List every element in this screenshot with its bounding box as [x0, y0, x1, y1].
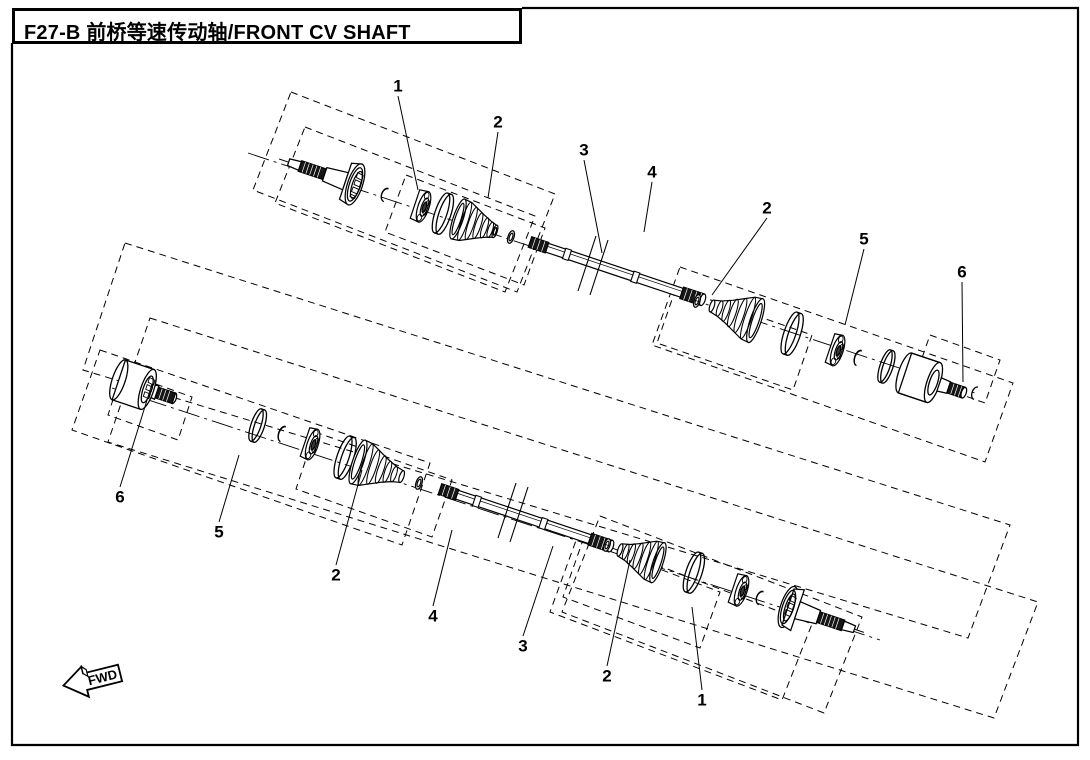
upper-outer-cv-joint	[278, 158, 366, 206]
callout-number-5-lower-8: 5	[214, 522, 224, 542]
callout-number-4-upper-3: 4	[647, 162, 657, 182]
callout-number-6-lower-7: 6	[115, 487, 125, 507]
upper-inner-small-clamp	[692, 294, 702, 308]
callout-number-4-lower-10: 4	[428, 606, 438, 626]
lower-outer-cv-joint	[777, 585, 865, 634]
lower-outer-clamp-ring	[682, 551, 706, 594]
upper-outer-spider	[409, 189, 432, 223]
callout-number-2-lower-12: 2	[602, 666, 612, 686]
lower-outer-small-clamp	[602, 538, 612, 552]
upper-inner-boot	[708, 296, 766, 344]
lower-drive-shaft	[437, 483, 615, 553]
callout-number-3-lower-11: 3	[518, 636, 528, 656]
lower-outer-snapring	[755, 590, 764, 606]
upper-shaft-break	[577, 235, 609, 296]
lower-outer-spider	[727, 573, 750, 607]
callout-number-1-upper-0: 1	[393, 76, 403, 96]
callout-number-1-lower-13: 1	[697, 690, 707, 710]
upper-inner-cv-housing	[895, 352, 968, 404]
upper-outer-clamp-ring	[431, 192, 455, 235]
lower-shaft-assembly	[71, 317, 1039, 719]
svg-text:FWD: FWD	[86, 667, 118, 689]
group-box-lower-boot-2	[295, 431, 453, 538]
lower-shaft-break	[497, 482, 529, 543]
upper-inner-spider	[824, 333, 846, 367]
callout-number-3-upper-2: 3	[579, 140, 589, 160]
group-box-lower-clip-6	[107, 371, 193, 441]
lower-inner-spider	[299, 427, 321, 461]
group-box-upper-boot-2	[384, 174, 546, 286]
group-box-upper-inner-5	[651, 266, 1014, 463]
upper-outer-snapring	[380, 187, 389, 203]
leader-lines	[119, 95, 964, 691]
sheet-title-box: F27-B 前桥等速传动轴/FRONT CV SHAFT	[12, 8, 522, 44]
lower-inner-snapring	[277, 425, 287, 443]
group-box-upper-outer-1b	[274, 126, 536, 293]
group-box-lower-outer-1	[561, 515, 863, 714]
upper-inner-snapring	[853, 349, 863, 367]
group-box-lower-inner-5	[71, 349, 431, 546]
group-box-lower-boot-2b	[562, 539, 721, 649]
upper-drive-shaft	[527, 236, 707, 307]
callout-number-2-lower-9: 2	[331, 565, 341, 585]
page-frame	[10, 6, 1080, 747]
callout-number-6-upper-6: 6	[957, 262, 967, 282]
lower-inner-boot	[348, 439, 406, 487]
callout-number-2-upper-4: 2	[762, 198, 772, 218]
upper-outer-small-clamp	[506, 230, 516, 244]
lower-inner-small-clamp	[414, 476, 424, 490]
callout-number-5-upper-5: 5	[859, 229, 869, 249]
upper-circlip	[971, 386, 979, 401]
lower-centerline	[111, 387, 881, 641]
upper-shaft-assembly	[82, 91, 1014, 639]
page-title: F27-B 前桥等速传动轴/FRONT CV SHAFT	[24, 22, 411, 44]
lower-inner-cv-housing	[109, 359, 178, 411]
group-box-upper-big	[82, 242, 1011, 639]
fwd-direction-marker: FWD	[61, 663, 124, 699]
upper-inner-retaining-ring	[877, 349, 896, 384]
lower-outer-boot	[616, 540, 667, 584]
group-box-upper-outer-1	[252, 91, 556, 293]
lower-inner-retaining-ring	[248, 408, 268, 443]
callout-number-2-upper-1: 2	[493, 112, 503, 132]
group-box-upper-boot-2b	[656, 287, 813, 391]
upper-inner-clamp-ring	[780, 311, 804, 357]
group-box-lower-outer-1b	[549, 534, 813, 701]
upper-outer-boot	[449, 198, 499, 242]
